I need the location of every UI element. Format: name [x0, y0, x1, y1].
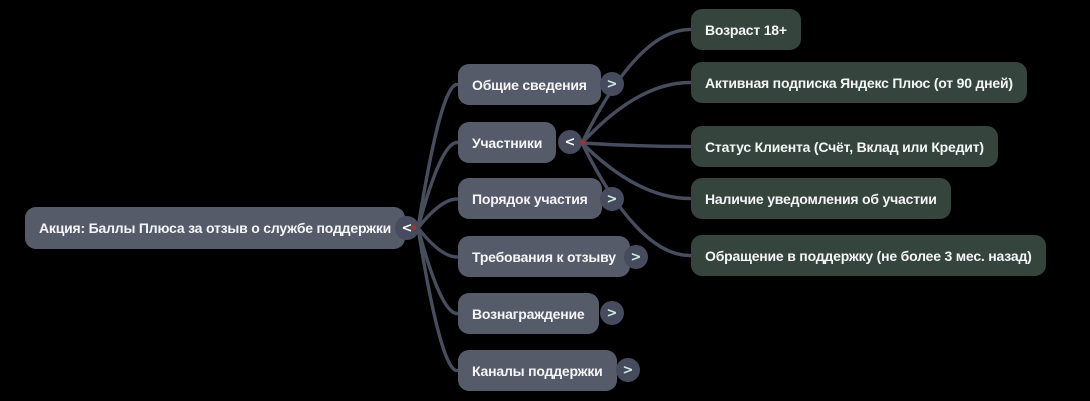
root-node[interactable]: Акция: Баллы Плюса за отзыв о службе под… — [25, 207, 406, 249]
participants-collapse-toggle[interactable]: < — [558, 130, 582, 154]
edge-participants-age — [580, 27, 692, 145]
node-client-status[interactable]: Статус Клиента (Счёт, Вклад или Кредит) — [691, 126, 998, 167]
participation-order-expand-toggle[interactable]: > — [600, 187, 624, 211]
node-yandex-plus-subscription[interactable]: Активная подписка Яндекс Плюс (от 90 дне… — [691, 62, 1027, 103]
node-participation-notification[interactable]: Наличие уведомления об участии — [691, 178, 951, 219]
node-support-request[interactable]: Обращение в поддержку (не более 3 мес. н… — [691, 235, 1046, 276]
edge-participants-subscription — [580, 80, 692, 145]
node-reward[interactable]: Вознаграждение — [458, 293, 599, 334]
participants-connection-dot — [580, 140, 585, 145]
node-general-info[interactable]: Общие сведения — [458, 64, 601, 105]
edge-participants-notification — [580, 141, 692, 201]
edge-root-general — [416, 82, 459, 230]
edge-root-reward — [416, 226, 459, 316]
edge-root-requirements — [416, 226, 459, 259]
node-participants[interactable]: Участники — [458, 122, 557, 163]
node-participation-order[interactable]: Порядок участия — [458, 178, 602, 219]
edge-participants-request — [580, 141, 692, 258]
root-connection-dot — [411, 225, 416, 230]
edge-root-channels — [416, 226, 459, 373]
node-support-channels[interactable]: Каналы поддержки — [458, 350, 617, 391]
edge-root-participants — [416, 140, 459, 230]
support-channels-expand-toggle[interactable]: > — [616, 358, 640, 382]
edge-participants-status — [580, 141, 692, 149]
review-requirements-expand-toggle[interactable]: > — [624, 245, 648, 269]
node-age-18-plus[interactable]: Возраст 18+ — [691, 9, 801, 50]
reward-expand-toggle[interactable]: > — [600, 301, 624, 325]
node-review-requirements[interactable]: Требования к отзыву — [458, 236, 630, 277]
edge-root-order — [416, 197, 459, 230]
general-info-expand-toggle[interactable]: > — [600, 72, 624, 96]
